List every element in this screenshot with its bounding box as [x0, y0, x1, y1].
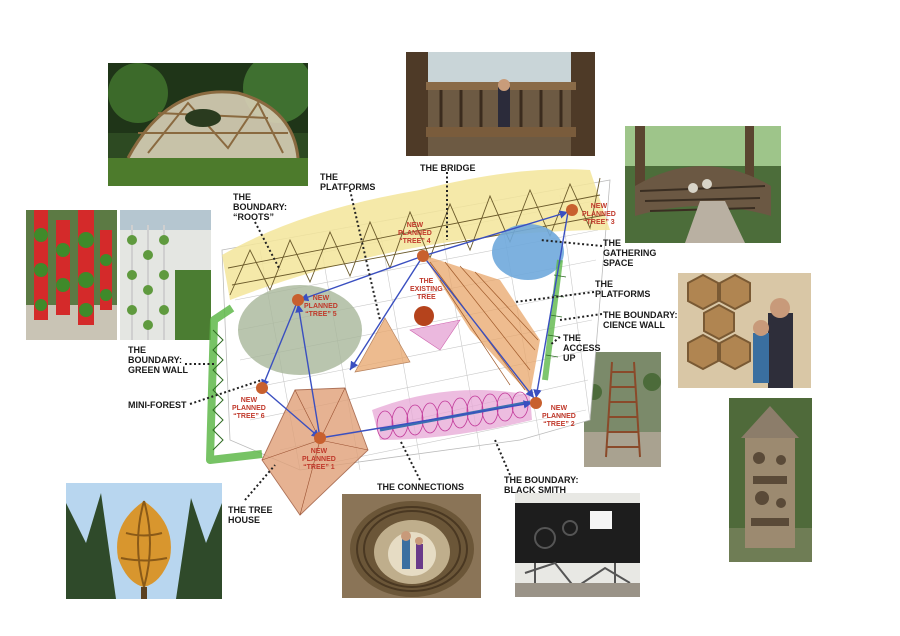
woven-dome-photo	[108, 63, 308, 186]
tree-5-label: NEW PLANNED “TREE” 5	[304, 295, 338, 319]
label-line: “TREE” 5	[305, 311, 337, 318]
connections-label: THE CONNECTIONS	[377, 482, 465, 492]
label-line: “TREE” 4	[399, 238, 431, 245]
label-line: NEW	[550, 405, 568, 412]
label-line: CIENCE WALL	[603, 320, 665, 330]
green-wall-boundary	[206, 304, 263, 464]
black-smith-label: THE BOUNDARY: BLACK SMITH	[504, 475, 579, 495]
green-wall-label: THE BOUNDARY: GREEN WALL	[128, 345, 188, 375]
label-line: PLANNED	[582, 211, 616, 218]
gathering-space-label: THE GATHERING SPACE	[603, 238, 656, 268]
label-line: THE	[595, 279, 613, 289]
platforms-right-label: THE PLATFORMS	[595, 279, 650, 299]
white-green-wall-photo	[120, 210, 211, 340]
label-line: PLANNED	[304, 303, 338, 310]
label-line: BOUNDARY:	[233, 202, 287, 212]
label-line: GREEN WALL	[128, 365, 188, 375]
label-line: BOUNDARY:	[128, 355, 182, 365]
platforms-top-label-line: THE PLATFORMS	[320, 172, 376, 192]
label-line: NEW	[590, 203, 608, 210]
label-line: THE	[563, 333, 581, 343]
leader-lines	[185, 172, 603, 501]
label-line: THE BOUNDARY:	[603, 310, 678, 320]
label-line: PLANNED	[232, 405, 266, 412]
label-line: PLANNED	[302, 456, 336, 463]
label-line: “TREE” 6	[233, 413, 265, 420]
label-line: “TREE” 2	[543, 421, 575, 428]
bridge-label: THE BRIDGE	[420, 163, 476, 173]
insect-hotel-photo	[678, 273, 811, 388]
tree-4-marker	[417, 250, 429, 262]
label-line: TREE	[417, 294, 436, 301]
label-line: NEW	[312, 295, 330, 302]
tree-markers	[256, 204, 578, 444]
label-line: “TREE” 3	[583, 219, 615, 226]
tree-4-label: NEW PLANNED “TREE” 4	[398, 222, 432, 246]
existing-tree-label: THE EXISTING TREE	[410, 278, 443, 302]
boundary-roots-label: THE BOUNDARY: “ROOTS”	[233, 192, 287, 222]
label-line: THE	[419, 278, 434, 285]
willow-gathering-photo	[625, 126, 781, 243]
willow-tunnel-photo	[342, 494, 481, 598]
blacksmith-gate-photo	[515, 493, 640, 597]
label-line: ACCESS	[563, 343, 601, 353]
label-line: “ROOTS”	[233, 212, 275, 222]
ladder-sculpture-photo	[584, 352, 661, 467]
tree-6-label: NEW PLANNED “TREE” 6	[232, 397, 266, 421]
tree-2-label: NEW PLANNED “TREE” 2	[542, 405, 576, 429]
platforms-top-label: THE PLATFORMS	[320, 172, 380, 192]
tree-bridge-photo	[406, 52, 595, 156]
label-line: HOUSE	[228, 515, 261, 525]
label-line: “TREE” 1	[303, 464, 335, 471]
label-line: EXISTING	[410, 286, 443, 293]
connection-arrows	[261, 210, 569, 439]
science-wall-label: THE BOUNDARY: CIENCE WALL	[603, 310, 678, 330]
label-line: PLANNED	[542, 413, 576, 420]
label-line: THE	[233, 192, 251, 202]
gathering-space-area	[492, 224, 564, 280]
existing-tree-marker	[414, 306, 434, 326]
label-line: THE	[128, 345, 146, 355]
label-line: SPACE	[603, 258, 634, 268]
label-line: THE	[603, 238, 621, 248]
tree-house-label: THE TREE HOUSE	[228, 505, 273, 525]
label-line: BLACK SMITH	[504, 485, 566, 495]
tree-5-marker	[292, 294, 304, 306]
access-up-label: THE ACCESS UP	[563, 333, 601, 363]
tree-6-marker	[256, 382, 268, 394]
label-line: THE TREE	[228, 505, 273, 515]
red-green-wall-photo	[26, 210, 117, 340]
tree-1-marker	[314, 432, 326, 444]
pod-treehouse-photo	[66, 483, 222, 599]
platforms	[261, 255, 540, 516]
bug-tower-photo	[729, 398, 812, 562]
label-line: NEW	[310, 448, 328, 455]
mini-forest-area	[238, 285, 362, 375]
label-line: UP	[563, 353, 576, 363]
tree-3-label: NEW PLANNED “TREE” 3	[582, 203, 616, 227]
label-line: PLATFORMS	[595, 289, 651, 299]
label-line: GATHERING	[603, 248, 657, 258]
label-line: NEW	[240, 397, 258, 404]
label-line: NEW	[406, 222, 424, 229]
connections-tunnel	[372, 319, 532, 440]
label-line: PLANNED	[398, 230, 432, 237]
label-line: THE BOUNDARY:	[504, 475, 579, 485]
tree-house-platform	[261, 387, 369, 516]
mini-forest-label: MINI-FOREST	[128, 400, 187, 410]
tree-1-label: NEW PLANNED “TREE” 1	[302, 448, 336, 472]
tree-3-marker	[566, 204, 578, 216]
tree-2-marker	[530, 397, 542, 409]
